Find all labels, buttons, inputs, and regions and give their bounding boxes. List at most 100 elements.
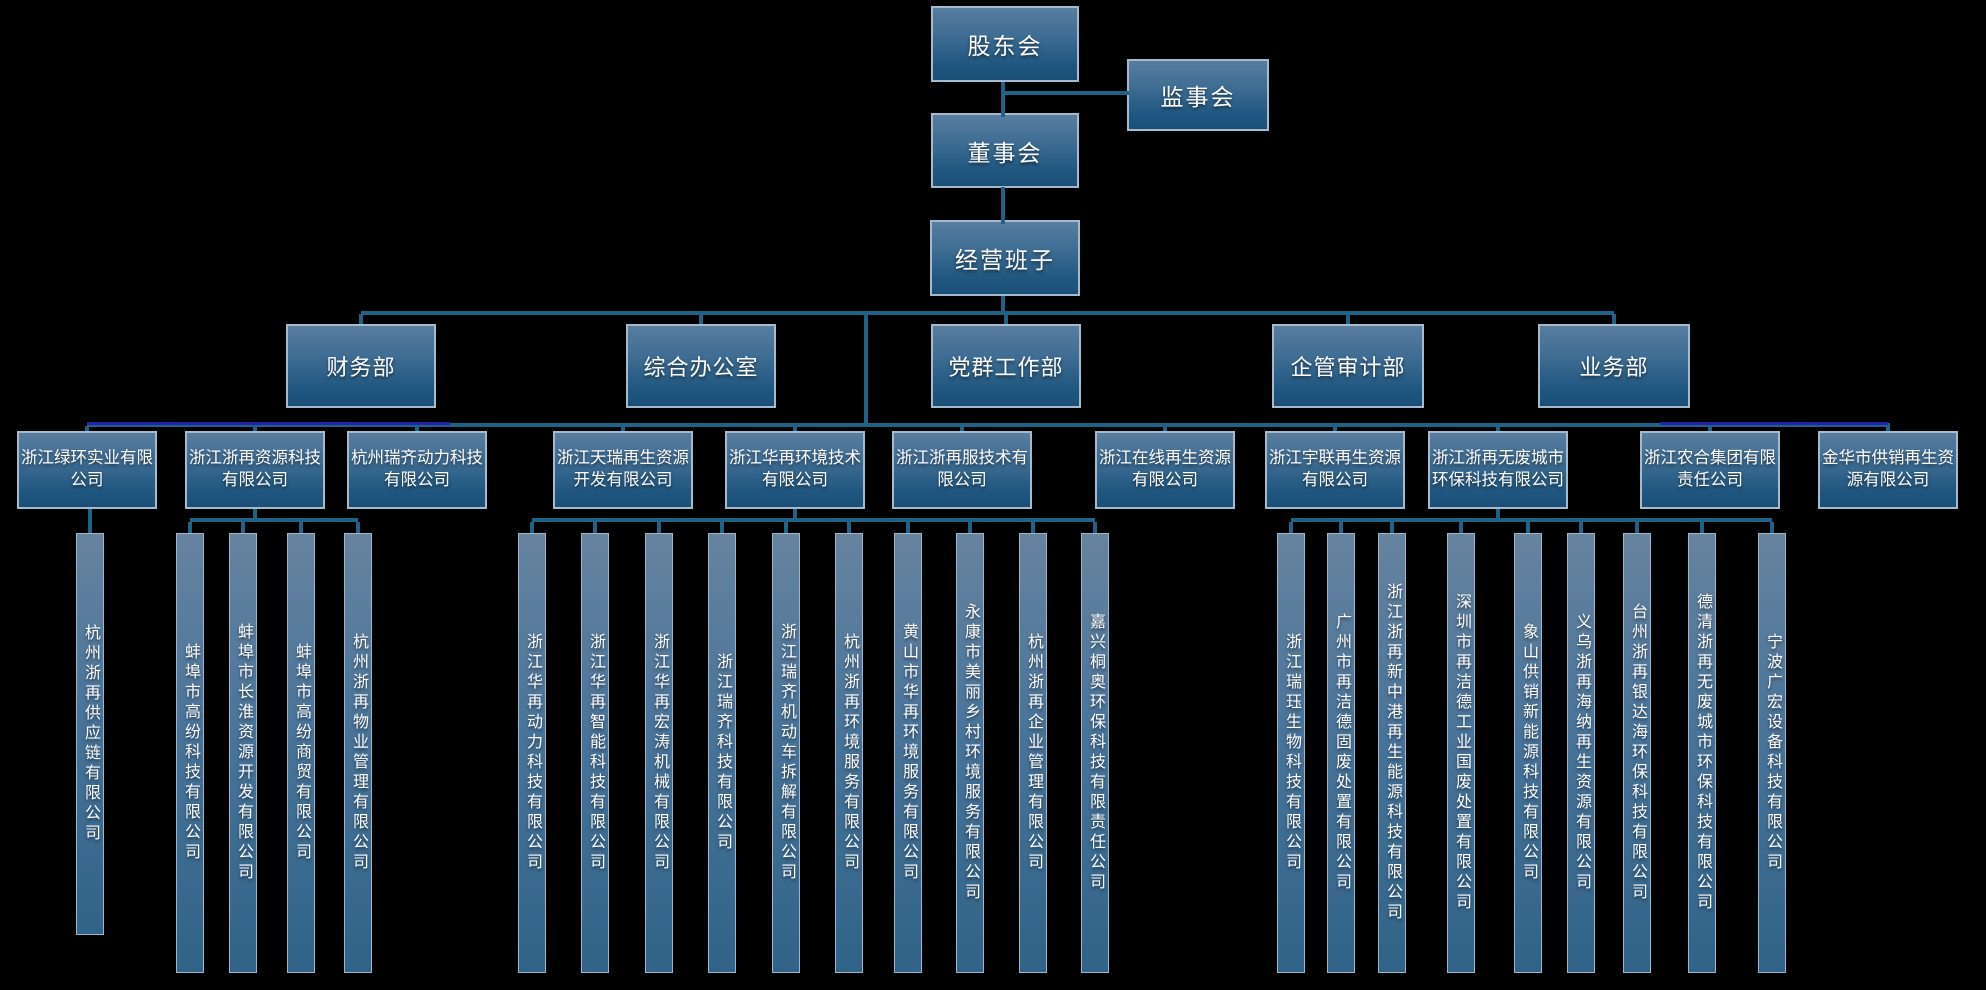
child-company-node: 永康市美丽乡村环境服务有限公司 [956,533,984,973]
connector-line [1700,522,1704,533]
child-company-node: 杭州浙再供应链有限公司 [76,533,104,935]
child-company-node-label: 浙江华再动力科技有限公司 [524,633,541,873]
connector-line [1003,91,1129,95]
connector-line [356,522,360,533]
child-company-node: 杭州浙再企业管理有限公司 [1019,533,1047,973]
node-shareholders-label: 股东会 [967,33,1043,59]
subsidiary-node: 浙江华再环境技术有限公司 [725,431,865,509]
connector-line [299,522,303,533]
connector-line [361,311,1614,315]
department-node-label: 党群工作部 [948,355,1064,380]
child-company-node-label: 蚌埠市高纷科技有限公司 [182,643,199,863]
child-company-node: 蚌埠市高纷商贸有限公司 [287,533,315,973]
subsidiary-node-label: 浙江天瑞再生资源开发有限公司 [557,449,689,489]
subsidiary-node-label: 杭州瑞齐动力科技有限公司 [351,449,483,489]
connector-line [88,509,92,533]
connector-line [793,426,797,434]
node-board-of-directors-label: 董事会 [967,139,1043,166]
connector-line [1660,422,1888,425]
subsidiary-node-label: 浙江在线再生资源有限公司 [1099,449,1231,489]
connector-line [864,314,868,427]
connector-line [532,518,1095,522]
connector-line [1291,518,1772,522]
department-node: 业务部 [1538,324,1690,408]
connector-line [1886,426,1890,434]
connector-line [968,522,972,533]
child-company-node-label: 黄山市华再环境服务有限公司 [900,623,917,883]
connector-line [1031,522,1035,533]
connector-line [793,509,797,522]
department-node-label: 综合办公室 [643,355,759,380]
department-node: 党群工作部 [931,324,1081,408]
child-company-node: 嘉兴桐奥环保科技有限责任公司 [1081,533,1109,973]
connector-line [621,426,625,434]
connector-line [1001,82,1005,117]
subsidiary-node-label: 浙江农合集团有限责任公司 [1644,449,1776,489]
child-company-node-label: 蚌埠市高纷商贸有限公司 [293,643,310,863]
connector-line [847,522,851,533]
child-company-node: 浙江瑞齐机动车拆解有限公司 [772,533,800,973]
subsidiary-node-label: 浙江浙再无废城市环保科技有限公司 [1432,449,1564,489]
connector-line [657,522,661,533]
connector-line [1390,522,1394,533]
subsidiary-node-label: 金华市供销再生资源有限公司 [1822,449,1954,489]
department-node-label: 企管审计部 [1290,355,1406,380]
connector-line [1579,522,1583,533]
child-company-node-label: 杭州浙再物业管理有限公司 [350,633,367,873]
connector-line [1001,296,1005,315]
connector-line [593,522,597,533]
connector-line [530,522,534,533]
child-company-node-label: 杭州浙再供应链有限公司 [82,624,99,844]
child-company-node: 宁波广宏设备科技有限公司 [1758,533,1786,973]
subsidiary-node-label: 浙江浙再服技术有限公司 [896,449,1028,489]
subsidiary-node: 浙江天瑞再生资源开发有限公司 [553,431,693,509]
subsidiary-node: 浙江在线再生资源有限公司 [1095,431,1235,509]
child-company-node: 浙江华再智能科技有限公司 [581,533,609,973]
child-company-node-label: 深圳市再洁德工业国废处置有限公司 [1453,593,1470,913]
department-node: 财务部 [286,324,436,408]
child-company-node-label: 浙江瑞齐科技有限公司 [714,653,731,853]
subsidiary-node: 浙江浙再资源科技有限公司 [185,431,325,509]
child-company-node: 象山供销新能源科技有限公司 [1514,533,1542,973]
child-company-node-label: 义乌浙再海纳再生资源有限公司 [1573,613,1590,893]
connector-line [1001,187,1005,224]
subsidiary-node: 浙江宇联再生资源有限公司 [1265,431,1405,509]
subsidiary-node: 金华市供销再生资源有限公司 [1818,431,1958,509]
subsidiary-node-label: 浙江绿环实业有限公司 [21,449,153,489]
node-shareholders: 股东会 [931,6,1079,82]
child-company-node: 蚌埠市长淮资源开发有限公司 [229,533,257,973]
child-company-node: 德清浙再无废城市环保科技有限公司 [1688,533,1716,973]
child-company-node: 浙江华再宏涛机械有限公司 [645,533,673,973]
connector-line [253,426,257,434]
connector-line [1004,314,1008,325]
child-company-node-label: 浙江华再智能科技有限公司 [587,633,604,873]
connector-line [1339,522,1343,533]
connector-line [1163,426,1167,434]
connector-line [359,314,363,325]
subsidiary-node: 浙江浙再服技术有限公司 [892,431,1032,509]
child-company-node-label: 象山供销新能源科技有限公司 [1520,623,1537,883]
department-node-label: 业务部 [1579,355,1649,380]
connector-line [253,509,257,522]
subsidiary-node-label: 浙江宇联再生资源有限公司 [1269,449,1401,489]
connector-line [1635,522,1639,533]
node-management-team-label: 经营班子 [955,247,1055,273]
connector-line [415,426,419,434]
child-company-node-label: 蚌埠市长淮资源开发有限公司 [235,623,252,883]
department-node: 企管审计部 [1272,324,1424,408]
connector-line [1093,522,1097,533]
child-company-node-label: 浙江瑞珏生物科技有限公司 [1283,633,1300,873]
subsidiary-node: 杭州瑞齐动力科技有限公司 [347,431,487,509]
child-company-node-label: 广州市再洁德固废处置有限公司 [1333,613,1350,893]
child-company-node-label: 杭州浙再环境服务有限公司 [841,633,858,873]
department-node-label: 财务部 [326,355,396,380]
child-company-node-label: 台州浙再银达海环保科技有限公司 [1629,603,1646,903]
connector-line [85,426,89,434]
child-company-node: 广州市再洁德固废处置有限公司 [1327,533,1355,973]
child-company-node: 杭州浙再物业管理有限公司 [344,533,372,973]
connector-line [1289,522,1293,533]
connector-line [784,522,788,533]
node-management-team: 经营班子 [930,220,1080,296]
subsidiary-node: 浙江农合集团有限责任公司 [1640,431,1780,509]
